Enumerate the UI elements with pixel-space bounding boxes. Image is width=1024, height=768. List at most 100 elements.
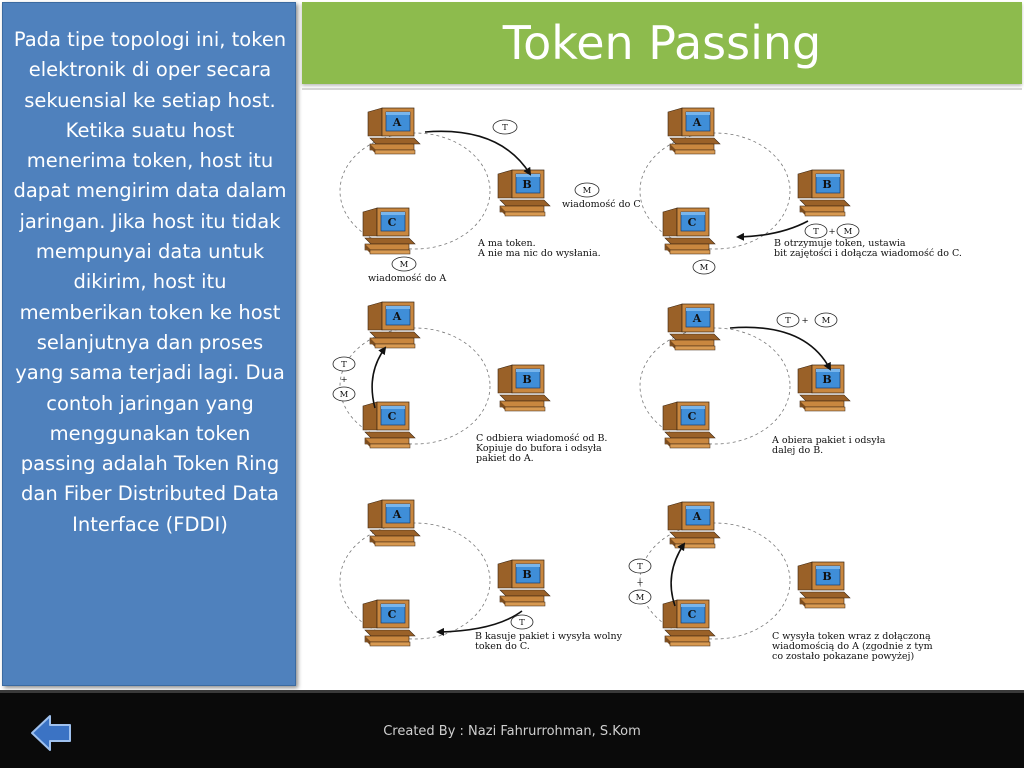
message-badge bbox=[836, 223, 860, 239]
host-label: A bbox=[692, 510, 702, 523]
message-label: M bbox=[340, 390, 349, 400]
panel-6: A B C T + M C wysyła token wraz z dołącz… bbox=[628, 501, 933, 662]
title-bar: Token Passing bbox=[302, 2, 1022, 84]
message-badge bbox=[574, 182, 600, 198]
ring bbox=[339, 327, 491, 445]
message-badge bbox=[814, 312, 838, 328]
message-label: M bbox=[636, 593, 645, 603]
host-a bbox=[667, 303, 721, 351]
token-badge bbox=[804, 223, 828, 239]
host-b bbox=[497, 169, 551, 217]
message-label: M bbox=[700, 263, 709, 273]
token-passing-figure: A B C T M wiadomość do C M wiadomość do … bbox=[332, 107, 962, 662]
message-badge bbox=[391, 256, 417, 272]
host-a bbox=[367, 107, 421, 155]
caption-line: B otrzymuje token, ustawia bbox=[774, 238, 906, 249]
token-arrow bbox=[436, 610, 523, 636]
host-label: A bbox=[392, 508, 402, 521]
description-panel: Pada tipe topologi ini, token elektronik… bbox=[2, 2, 296, 686]
panel-4: A B C T + M A obiera pakiet i odsyła dal… bbox=[639, 303, 886, 456]
message-label: M bbox=[844, 227, 853, 237]
caption-line: bit zajętości i dołącza wiadomość do C. bbox=[774, 248, 962, 259]
host-label: C bbox=[688, 410, 697, 423]
host-label: C bbox=[388, 216, 397, 229]
host-label: C bbox=[388, 608, 397, 621]
host-label: B bbox=[822, 570, 831, 583]
token-badge bbox=[628, 558, 652, 574]
panel-1: A B C T M wiadomość do C M wiadomość do … bbox=[339, 107, 641, 284]
token-badge bbox=[332, 356, 356, 372]
message-badge bbox=[332, 386, 356, 402]
plus-sign: + bbox=[636, 578, 643, 588]
footer-bar bbox=[0, 690, 1024, 768]
host-label: B bbox=[522, 373, 531, 386]
token-label: T bbox=[341, 360, 347, 370]
plus-sign: + bbox=[340, 375, 347, 385]
caption-line: A obiera pakiet i odsyła bbox=[771, 435, 886, 446]
token-arrow bbox=[736, 220, 809, 241]
host-b bbox=[497, 559, 551, 607]
caption-line: dalej do B. bbox=[772, 445, 823, 456]
host-label: A bbox=[692, 312, 702, 325]
token-arrow bbox=[424, 130, 532, 176]
panel-2: A B C T + M M B otrzymuje token, ustawia… bbox=[639, 107, 962, 275]
caption-line: co zostało pokazane powyżej) bbox=[772, 651, 914, 662]
host-c bbox=[662, 599, 716, 647]
host-label: A bbox=[392, 116, 402, 129]
footer-credit: Created By : Nazi Fahrurrohman, S.Kom bbox=[383, 724, 641, 739]
ring bbox=[339, 522, 491, 640]
host-label: C bbox=[688, 216, 697, 229]
plus-sign: + bbox=[828, 227, 835, 237]
message-label: M bbox=[583, 186, 592, 196]
host-label: A bbox=[392, 310, 402, 323]
back-arrow-icon[interactable] bbox=[30, 714, 72, 752]
slide-title: Token Passing bbox=[502, 16, 822, 70]
token-label: T bbox=[519, 618, 525, 628]
bottom-note: wiadomość do A bbox=[368, 273, 446, 284]
caption-line: wiadomością do A (zgodnie z tym bbox=[772, 641, 933, 652]
host-c bbox=[662, 401, 716, 449]
host-a bbox=[667, 107, 721, 155]
token-badge bbox=[776, 312, 800, 328]
host-c bbox=[362, 401, 416, 449]
panel-3: A B C T + M C odbiera wiadomość od B. Ko… bbox=[332, 301, 607, 464]
host-label: B bbox=[522, 178, 531, 191]
ring bbox=[639, 132, 791, 250]
caption-line: A ma token. bbox=[477, 238, 536, 249]
caption-line: C odbiera wiadomość od B. bbox=[476, 433, 607, 444]
footer-divider bbox=[0, 690, 1024, 693]
token-label: T bbox=[637, 562, 643, 572]
caption-line: pakiet do A. bbox=[476, 453, 534, 464]
host-label: B bbox=[522, 568, 531, 581]
caption-line: token do C. bbox=[475, 641, 530, 652]
host-b bbox=[497, 364, 551, 412]
host-c bbox=[662, 207, 716, 255]
host-label: B bbox=[822, 373, 831, 386]
title-divider bbox=[302, 88, 1022, 90]
panel-5: A B C T B kasuje pakiet i wysyła wolny t… bbox=[339, 499, 623, 652]
token-label: T bbox=[502, 123, 508, 133]
ring bbox=[339, 132, 491, 250]
host-label: A bbox=[692, 116, 702, 129]
token-label: T bbox=[785, 316, 791, 326]
message-badge bbox=[628, 589, 652, 605]
message-badge bbox=[692, 259, 716, 275]
token-arrow bbox=[371, 346, 387, 409]
caption-line: B kasuje pakiet i wysyła wolny bbox=[475, 631, 623, 642]
host-c bbox=[362, 207, 416, 255]
side-note: wiadomość do C bbox=[562, 199, 641, 210]
token-badge bbox=[492, 119, 518, 135]
ring bbox=[639, 327, 791, 445]
host-label: B bbox=[822, 178, 831, 191]
caption-line: C wysyła token wraz z dołączoną bbox=[772, 631, 931, 642]
message-label: M bbox=[822, 316, 831, 326]
message-label: M bbox=[400, 260, 409, 270]
token-arrow bbox=[729, 326, 831, 371]
host-b bbox=[797, 364, 851, 412]
ring bbox=[639, 522, 791, 640]
host-a bbox=[667, 501, 721, 549]
token-badge bbox=[510, 614, 534, 630]
token-arrow bbox=[670, 542, 686, 607]
description-text: Pada tipe topologi ini, token elektronik… bbox=[13, 28, 287, 536]
caption-line: A nie ma nic do wysłania. bbox=[477, 248, 601, 259]
